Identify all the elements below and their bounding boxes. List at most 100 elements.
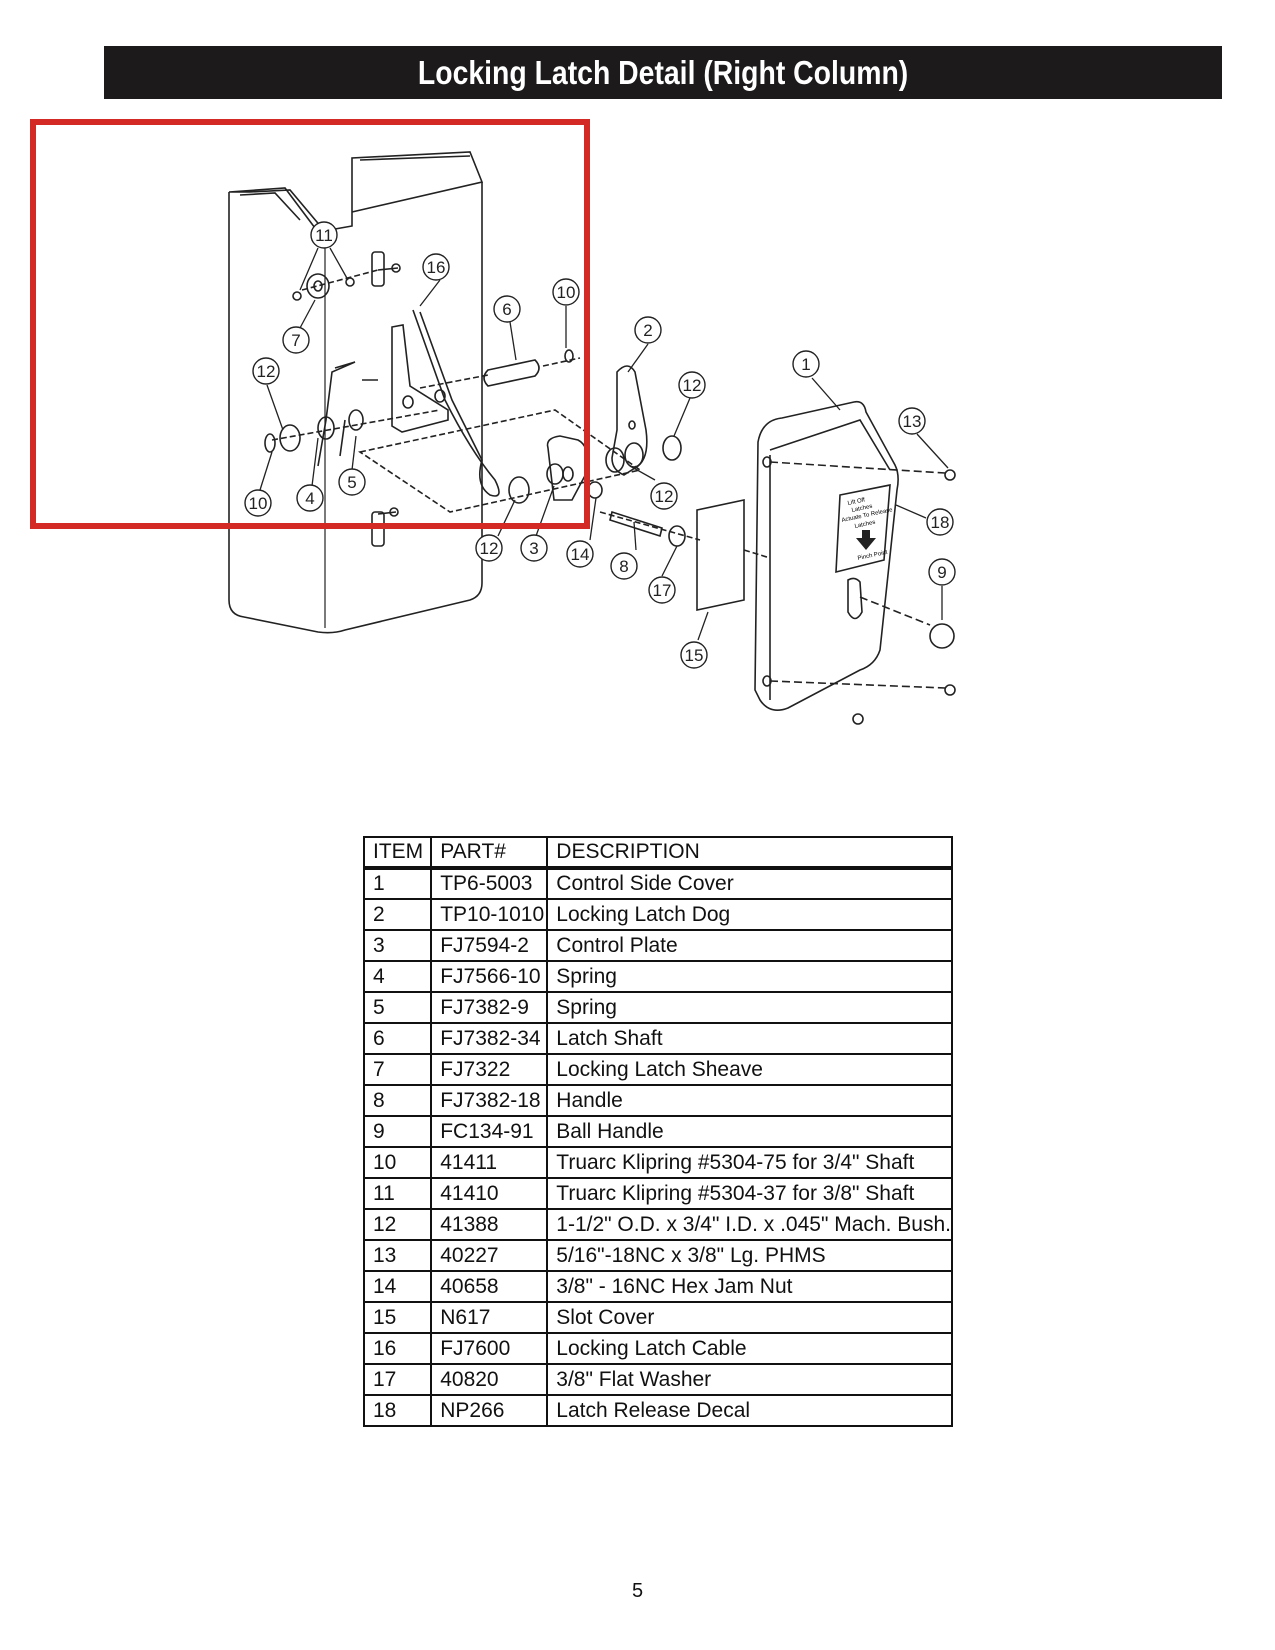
callout-17: 17: [648, 576, 676, 604]
callout-1: 1: [792, 350, 820, 378]
latch-release-decal: [835, 484, 891, 574]
cell-item: 18: [362, 1394, 433, 1427]
callout-7: 7: [282, 326, 310, 354]
cell-part: FJ7594-2: [430, 929, 549, 962]
cell-item: 5: [362, 991, 433, 1024]
cell-item: 11: [362, 1177, 433, 1210]
svg-text:1: 1: [801, 355, 810, 374]
title-bar: Locking Latch Detail (Right Column): [104, 46, 1222, 99]
svg-text:12: 12: [683, 376, 702, 395]
cell-description: Control Plate: [546, 929, 953, 962]
callout-14: 14: [566, 540, 594, 568]
column-body: [228, 182, 483, 634]
cell-item: 14: [362, 1270, 433, 1303]
cell-item: 17: [362, 1363, 433, 1396]
hex-nut: [587, 481, 603, 499]
highlight-box: [30, 119, 590, 529]
callout-10-lower: 10: [244, 489, 272, 517]
page-number: 5: [631, 1580, 644, 1602]
screw-13-lower: [944, 684, 956, 696]
cell-description: Handle: [546, 1084, 953, 1117]
cable-part: [412, 309, 500, 497]
cell-part: FJ7382-18: [430, 1084, 549, 1117]
column-slot-lower: [371, 511, 385, 547]
cell-part: N617: [430, 1301, 549, 1334]
svg-text:4: 4: [305, 489, 314, 508]
cell-item: 6: [362, 1022, 433, 1055]
cell-item: 4: [362, 960, 433, 993]
callout-12-left: 12: [252, 357, 280, 385]
screw-13-upper: [944, 469, 956, 481]
svg-text:16: 16: [427, 258, 446, 277]
cell-part: FJ7382-34: [430, 1022, 549, 1055]
cell-description: Locking Latch Cable: [546, 1332, 953, 1365]
svg-text:5: 5: [347, 473, 356, 492]
cell-part: TP10-1010: [430, 898, 549, 931]
cell-part: 40227: [430, 1239, 549, 1272]
sheave-part: [306, 273, 330, 299]
cell-part: TP6-5003: [430, 867, 549, 900]
callout-16: 16: [422, 253, 450, 281]
callout-12-dog: 12: [678, 371, 706, 399]
cell-description: 5/16"-18NC x 3/8" Lg. PHMS: [546, 1239, 953, 1272]
cell-part: 41411: [430, 1146, 549, 1179]
cell-part: 41388: [430, 1208, 549, 1241]
svg-text:3: 3: [529, 539, 538, 558]
svg-text:13: 13: [903, 412, 922, 431]
cell-description: Spring: [546, 991, 953, 1024]
cell-item: 16: [362, 1332, 433, 1365]
callout-13: 13: [898, 407, 926, 435]
cell-part: FJ7600: [430, 1332, 549, 1365]
svg-text:7: 7: [291, 331, 300, 350]
svg-text:12: 12: [257, 362, 276, 381]
cell-item: 10: [362, 1146, 433, 1179]
cell-part: FJ7382-9: [430, 991, 549, 1024]
svg-text:8: 8: [619, 557, 628, 576]
svg-text:11: 11: [315, 226, 333, 245]
page-title: Locking Latch Detail (Right Column): [417, 53, 909, 91]
callout-2: 2: [634, 316, 662, 344]
svg-text:17: 17: [653, 581, 672, 600]
callout-18: 18: [926, 508, 954, 536]
latch-bracket: [391, 324, 449, 433]
header-part: PART#: [430, 836, 549, 870]
cell-item: 9: [362, 1115, 433, 1148]
latch-dog: [611, 365, 648, 476]
callout-4: 4: [296, 484, 324, 512]
cell-part: 40658: [430, 1270, 549, 1303]
callout-15: 15: [680, 641, 708, 669]
cell-description: 3/8" Flat Washer: [546, 1363, 953, 1396]
ball-handle: [929, 623, 955, 649]
cell-item: 15: [362, 1301, 433, 1334]
cell-description: 3/8" - 16NC Hex Jam Nut: [546, 1270, 953, 1303]
callout-12-plate: 12: [475, 534, 503, 562]
callout-8: 8: [610, 552, 638, 580]
cell-description: 1-1/2" O.D. x 3/4" I.D. x .045" Mach. Bu…: [546, 1208, 953, 1241]
cell-description: Spring: [546, 960, 953, 993]
callout-6: 6: [493, 295, 521, 323]
cell-item: 7: [362, 1053, 433, 1086]
cell-item: 1: [362, 867, 433, 900]
table-header-row: ITEM PART# DESCRIPTION: [362, 836, 953, 870]
cell-description: Latch Shaft: [546, 1022, 953, 1055]
screw-13-bottom: [852, 713, 864, 725]
callout-12-mid: 12: [650, 482, 678, 510]
header-item: ITEM: [362, 836, 433, 870]
cell-part: FC134-91: [430, 1115, 549, 1148]
svg-text:14: 14: [571, 545, 590, 564]
cell-description: Ball Handle: [546, 1115, 953, 1148]
cell-item: 3: [362, 929, 433, 962]
header-description: DESCRIPTION: [546, 836, 953, 870]
